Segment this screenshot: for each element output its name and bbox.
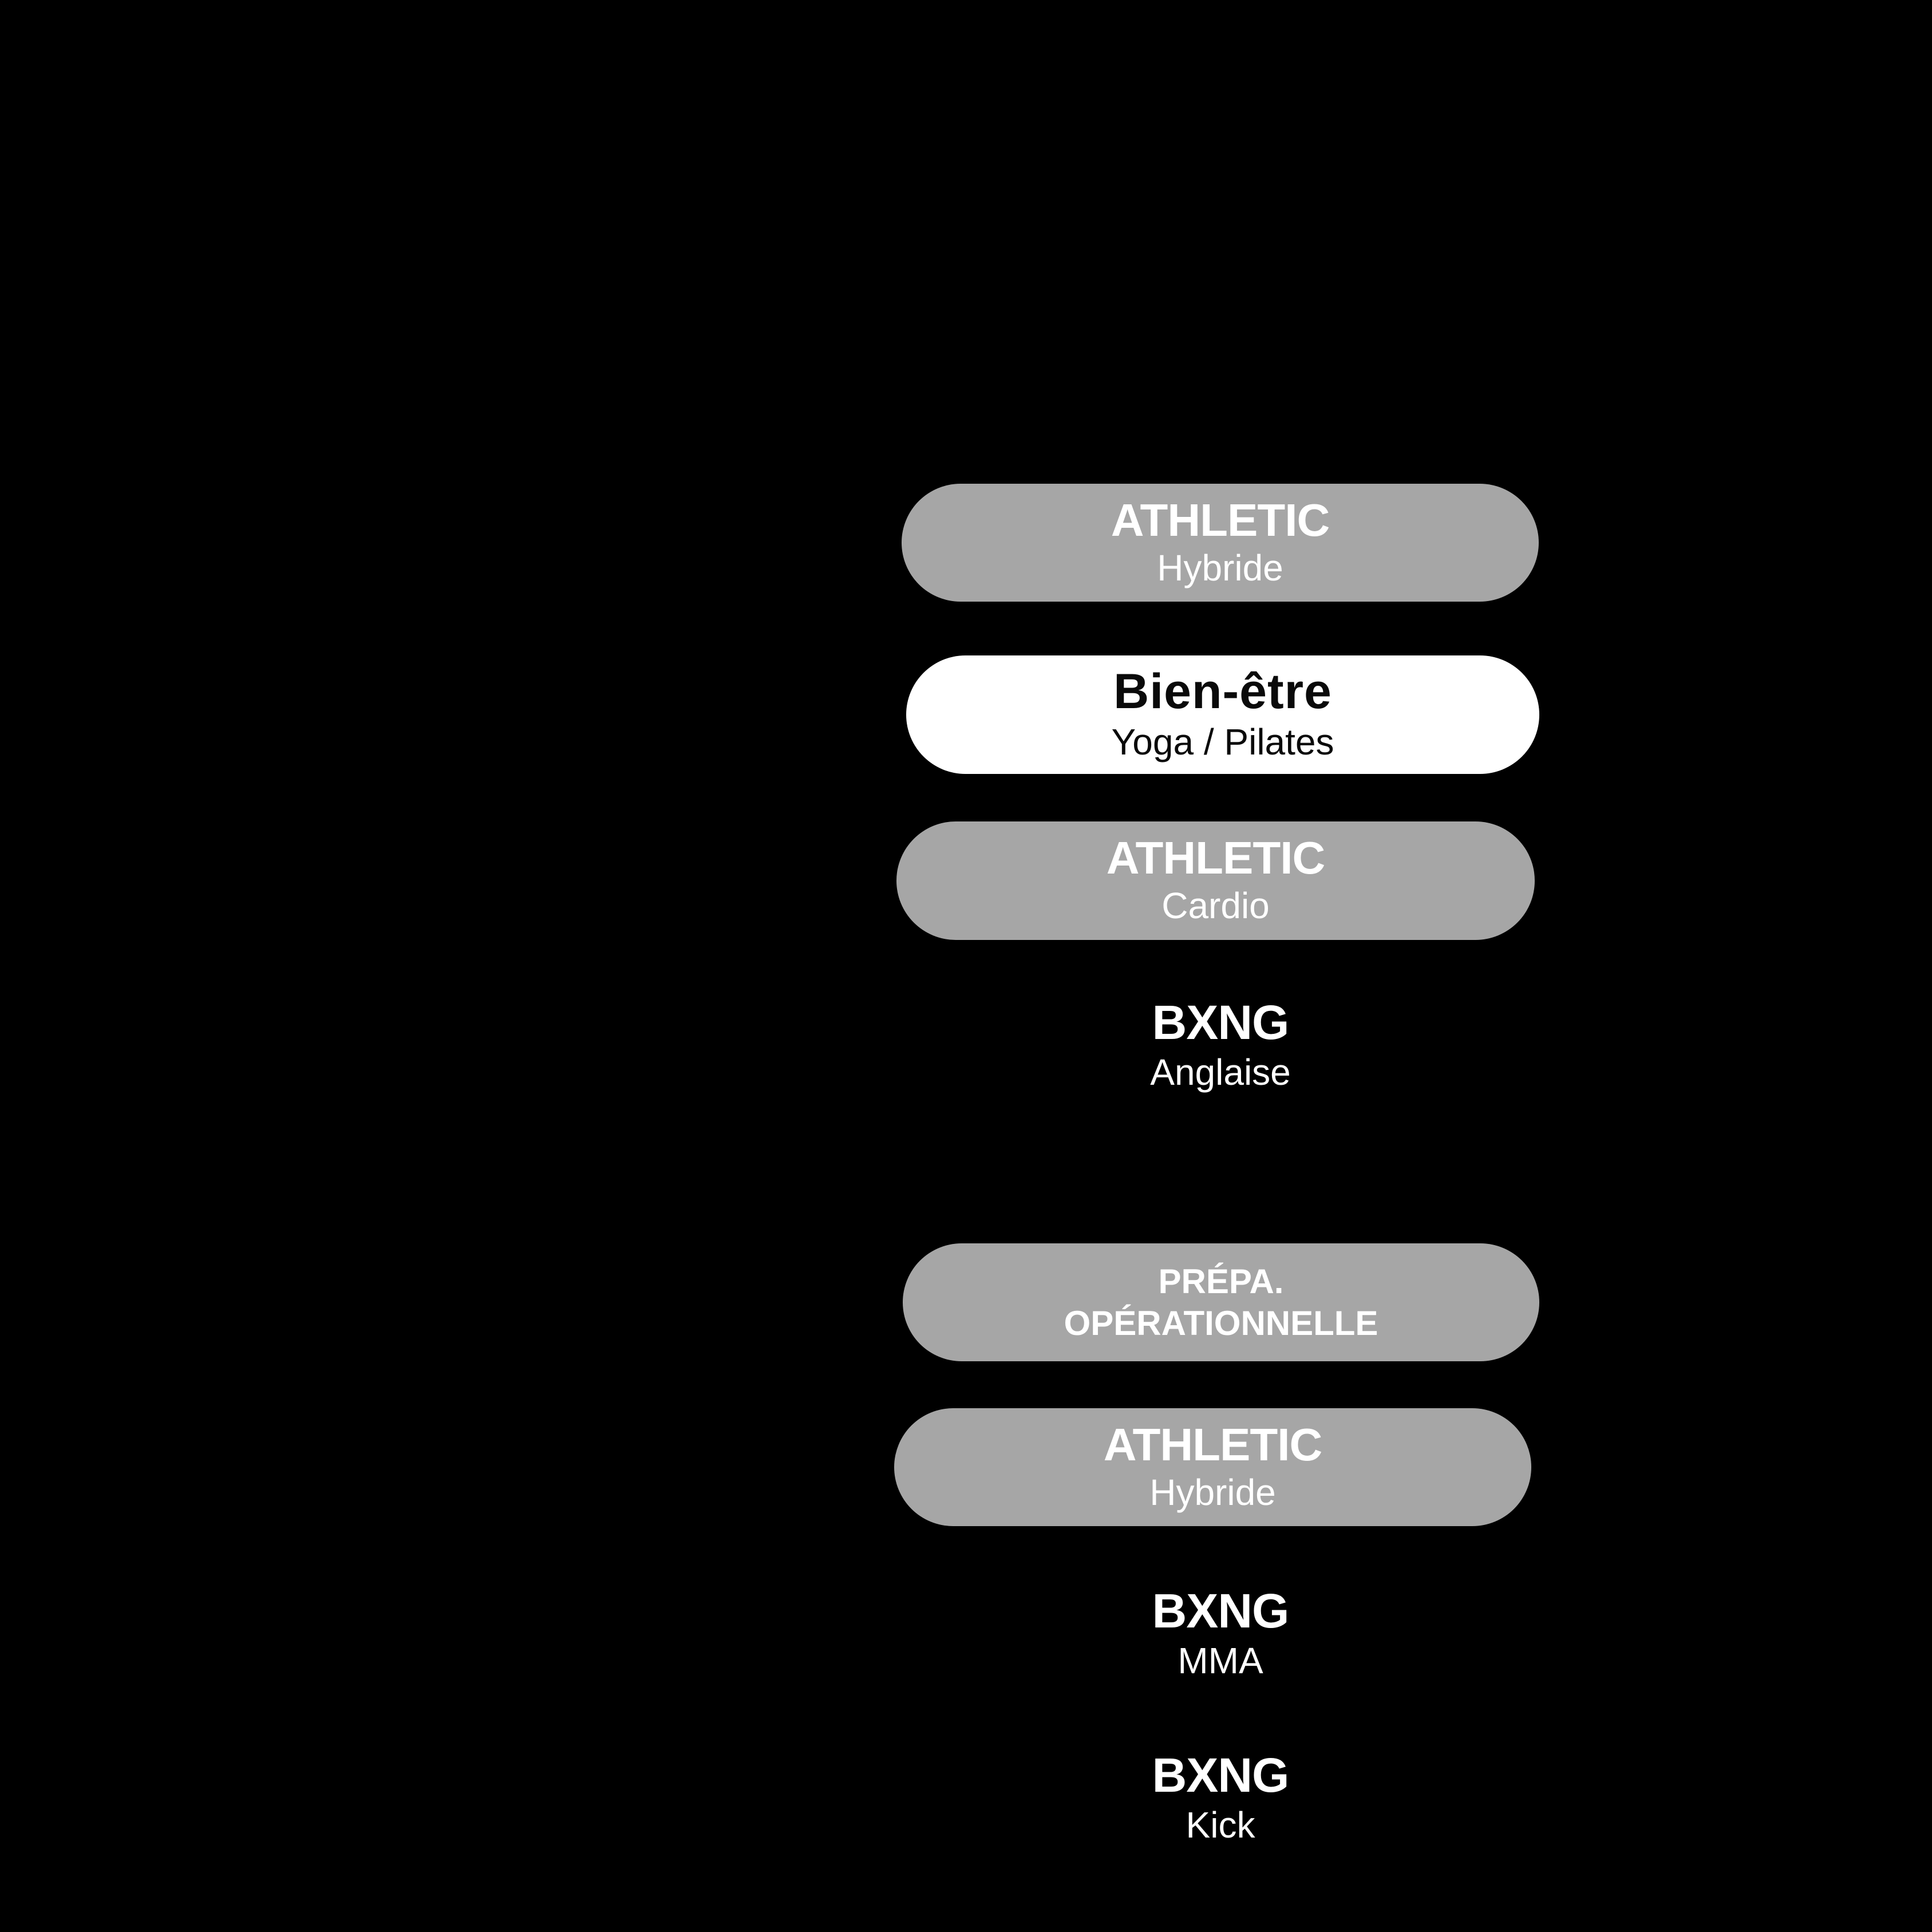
class-subtitle: Hybride xyxy=(1157,547,1283,588)
class-title: Bien-être xyxy=(1113,664,1332,720)
class-pill-athletic-hybride-1: ATHLETIC Hybride xyxy=(902,484,1539,602)
class-pill-prepa-operationnelle: PRÉPA. OPÉRATIONNELLE xyxy=(903,1243,1539,1361)
class-label-bxng-mma: BXNG MMA xyxy=(934,1585,1507,1682)
class-title: ATHLETIC xyxy=(1111,494,1330,546)
class-title-line1: PRÉPA. xyxy=(1158,1262,1284,1301)
class-subtitle: Yoga / Pilates xyxy=(1111,721,1334,763)
class-title: BXNG xyxy=(1152,1584,1290,1638)
class-title: BXNG xyxy=(1152,1748,1290,1802)
class-subtitle: Anglaise xyxy=(1150,1052,1291,1093)
class-title: ATHLETIC xyxy=(1103,1419,1323,1470)
class-subtitle: Kick xyxy=(1186,1804,1255,1846)
class-title: ATHLETIC xyxy=(1106,832,1326,884)
class-subtitle: MMA xyxy=(1178,1640,1263,1681)
class-title: BXNG xyxy=(1152,995,1290,1049)
class-pill-athletic-cardio: ATHLETIC Cardio xyxy=(896,821,1535,940)
class-subtitle: Cardio xyxy=(1161,885,1270,927)
class-pill-athletic-hybride-2: ATHLETIC Hybride xyxy=(894,1408,1531,1526)
class-subtitle: Hybride xyxy=(1149,1471,1276,1513)
class-label-bxng-anglaise: BXNG Anglaise xyxy=(934,996,1507,1093)
class-title-line2: OPÉRATIONNELLE xyxy=(1064,1304,1378,1342)
class-pill-bien-etre: Bien-être Yoga / Pilates xyxy=(906,655,1539,774)
class-label-bxng-kick: BXNG Kick xyxy=(934,1749,1507,1846)
